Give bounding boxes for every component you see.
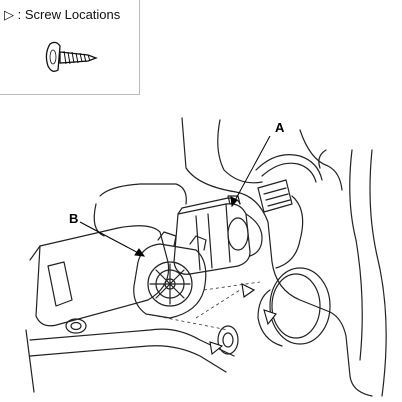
window-motor-body <box>173 203 251 275</box>
screw-marker-1 <box>241 283 256 298</box>
legend-separator: : <box>17 7 22 22</box>
screw-marker-3 <box>209 341 224 356</box>
gear-housing <box>133 243 207 319</box>
mounting-hole <box>65 318 87 334</box>
legend-box: ▷ : Screw Locations <box>0 0 140 95</box>
screw-location-symbol: ▷ <box>4 7 14 22</box>
inner-panel-left <box>35 225 170 327</box>
door-panel-outline <box>181 117 373 397</box>
legend-caption: ▷ : Screw Locations <box>4 7 120 23</box>
lower-bolt <box>217 325 239 355</box>
screw-marker-2 <box>263 309 277 326</box>
guide-line <box>145 313 229 331</box>
electrical-connector <box>257 179 293 213</box>
screw-icon <box>45 41 98 72</box>
callout-b: B <box>69 211 79 226</box>
callout-a: A <box>275 120 285 135</box>
wire-harness <box>255 154 323 181</box>
legend-label: Screw Locations <box>24 7 121 22</box>
leader-line-a <box>231 135 271 207</box>
round-cover <box>269 267 331 345</box>
leader-line-b <box>79 221 145 257</box>
